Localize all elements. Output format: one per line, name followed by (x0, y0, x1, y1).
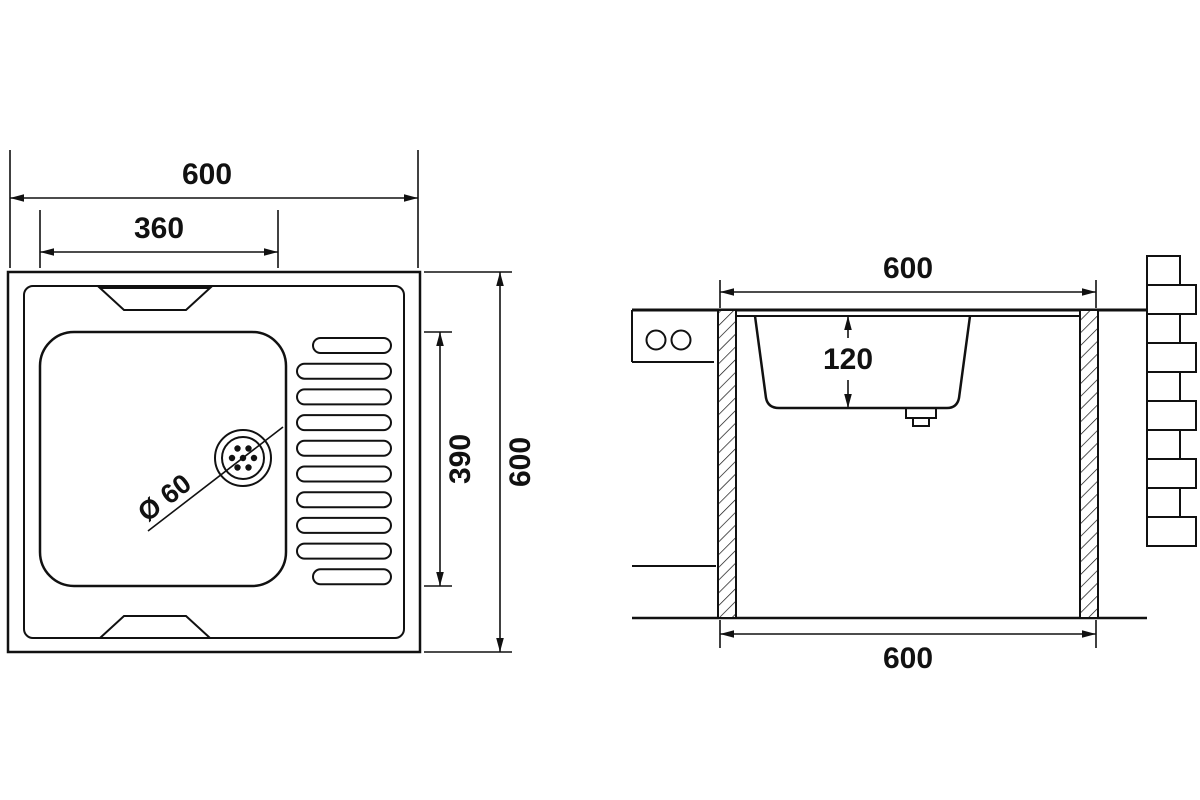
drainboard-rib (312, 337, 392, 354)
bowl-profile (753, 315, 972, 410)
drainboard-rib (296, 516, 392, 534)
drainboard-rib (296, 388, 392, 406)
brick (1146, 516, 1197, 547)
brick (1146, 342, 1197, 373)
top-view: Ø 60 600 360 (6, 150, 537, 654)
drain-tailpiece (912, 417, 930, 427)
dim-bowl-height: 120 (823, 316, 873, 408)
dim-bowl-width: 360 (39, 210, 279, 268)
sink-bowl (38, 330, 288, 588)
cabinet-front (631, 310, 714, 363)
brick (1146, 371, 1181, 402)
drain-leader-line (147, 426, 284, 532)
drainboard-rib (312, 568, 392, 586)
dim-overall-depth: 600 (424, 271, 537, 653)
drainboard-rib (296, 491, 392, 509)
bowl-height-label: 120 (823, 343, 873, 376)
dim-bottom-width: 600 (719, 620, 1097, 675)
brick (1146, 400, 1197, 431)
knob-circle (645, 329, 667, 351)
overflow-notch-bottom (97, 615, 213, 639)
brick (1146, 255, 1181, 286)
drain-flange (905, 407, 937, 419)
drainboard-rib (296, 362, 392, 380)
knob-circle (670, 329, 692, 351)
side-panel-right (1079, 309, 1099, 619)
drain-fitting (905, 407, 937, 427)
side-panel-left (717, 309, 737, 619)
drainboard-ribs (296, 337, 392, 586)
brick (1146, 429, 1181, 460)
drain-inner-circle (221, 436, 265, 480)
drain: Ø 60 (132, 426, 284, 532)
bowl-width-label: 360 (134, 212, 184, 245)
bowl-depth-label: 390 (444, 434, 477, 484)
brick (1146, 284, 1197, 315)
brick (1146, 313, 1181, 344)
overflow-notch-top (97, 287, 213, 311)
dim-overall-width: 600 (9, 150, 419, 268)
bottom-width-label: 600 (883, 642, 933, 675)
dim-bowl-depth: 390 (424, 331, 477, 587)
drainboard-rib (296, 439, 392, 457)
drainboard-rib (296, 542, 392, 560)
brick (1146, 487, 1181, 518)
overall-width-label: 600 (182, 158, 232, 191)
sink-rim (23, 285, 405, 639)
dim-top-width: 600 (719, 252, 1097, 308)
sink-outer-edge (6, 270, 422, 654)
wall-bricks (1146, 255, 1197, 547)
drainboard-rib (296, 414, 392, 432)
overall-depth-label: 600 (504, 437, 537, 487)
side-view: 120 600 600 (631, 252, 1197, 675)
drain-outer-circle (214, 429, 272, 487)
brick (1146, 458, 1197, 489)
drainboard-rib (296, 465, 392, 483)
top-width-label: 600 (883, 252, 933, 285)
